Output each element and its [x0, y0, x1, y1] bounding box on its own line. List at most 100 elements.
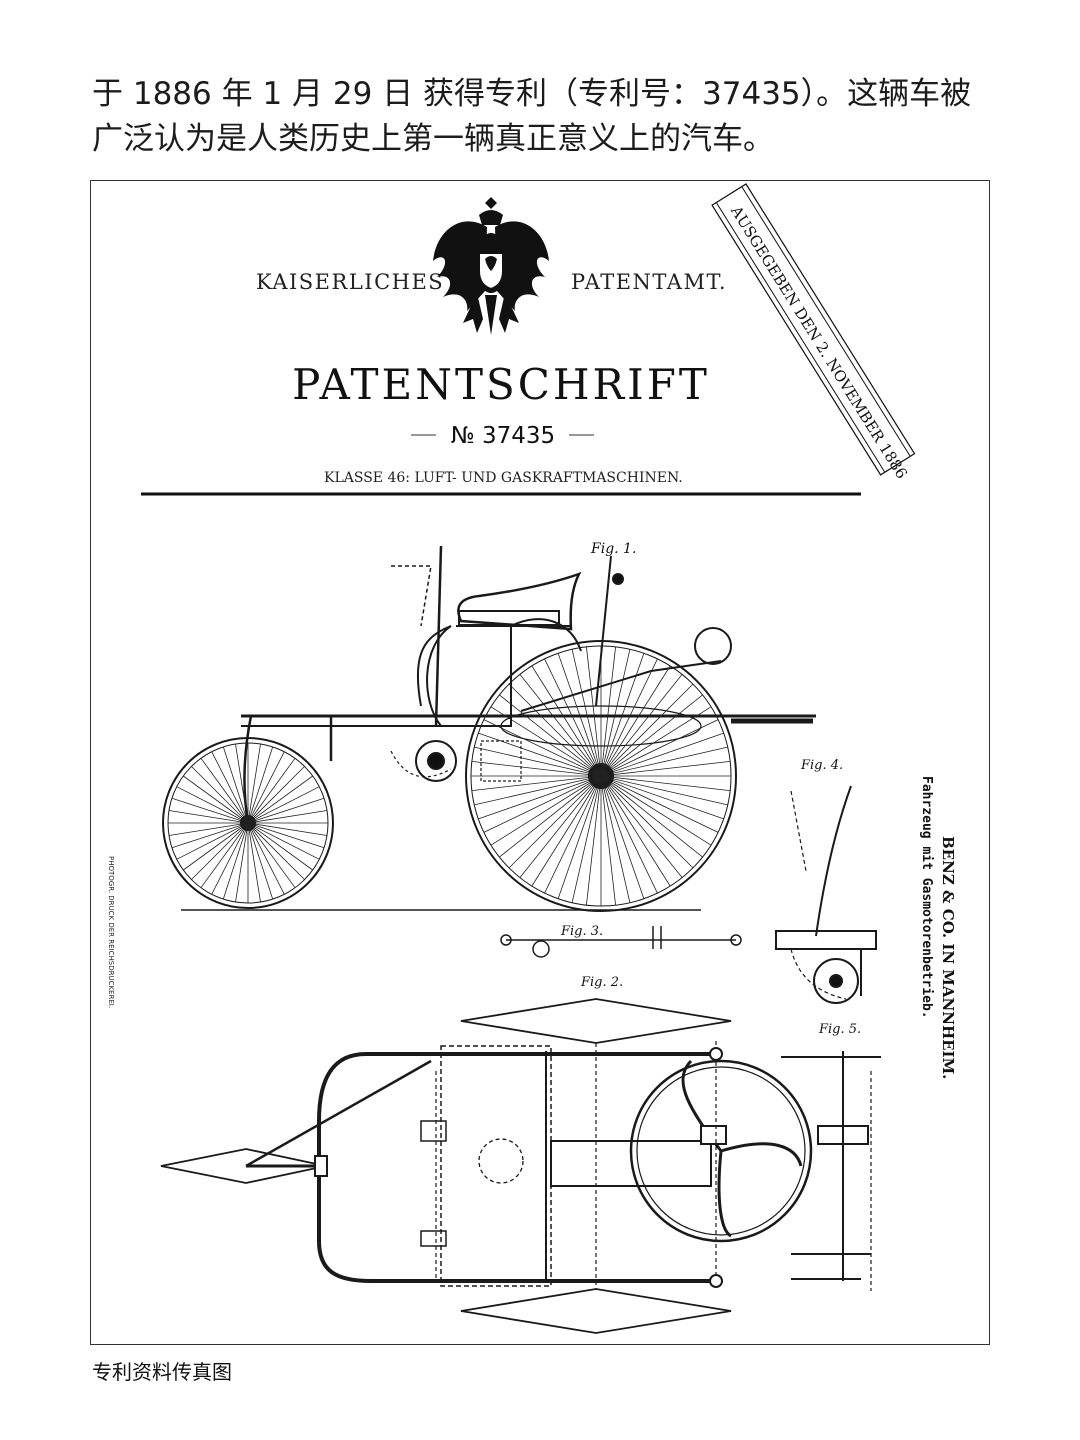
wheel-spoke	[600, 653, 645, 777]
office-left-label: KAISERLICHES	[256, 270, 444, 294]
assignee-label: BENZ & CO. IN MANNHEIM.	[939, 836, 957, 1079]
wheel-spoke	[499, 775, 602, 858]
wheel-spoke	[600, 658, 658, 777]
wheel-spoke	[600, 665, 671, 777]
fig2-label: Fig. 2.	[580, 975, 623, 990]
wheel-spoke	[586, 646, 602, 777]
office-right-label: PATENTAMT.	[571, 270, 727, 294]
wheel-spokes	[168, 646, 731, 906]
wheel-spoke	[183, 775, 249, 824]
intro-paragraph: 于 1886 年 1 月 29 日 获得专利（专利号：37435）。这辆车被广泛…	[92, 76, 972, 157]
wheel-spoke	[200, 758, 249, 824]
wheel-spoke	[247, 751, 285, 824]
wheel-spoke	[531, 665, 602, 777]
wheel-spoke	[478, 775, 602, 820]
fig3-label: Fig. 3.	[560, 924, 603, 939]
wheel-spoke	[600, 694, 703, 777]
wheel-spoke	[600, 775, 728, 806]
wheel-spoke	[247, 822, 325, 849]
eagle-emblem-icon	[433, 197, 549, 335]
wheel-spoke	[168, 810, 249, 824]
wheel-spoke	[483, 775, 602, 833]
wheel-spoke	[600, 775, 712, 846]
wheel-spoke	[600, 683, 694, 777]
wheel-spoke	[544, 658, 602, 777]
patent-number: № 37435	[451, 423, 555, 449]
wheel-spoke	[544, 775, 602, 894]
wheel-spoke	[211, 751, 249, 824]
wheel-spoke	[600, 646, 616, 777]
fig1-label: Fig. 1.	[590, 541, 636, 557]
wheel-spoke	[247, 786, 320, 824]
wheel-spoke	[600, 775, 703, 858]
wheel-spoke	[247, 797, 325, 824]
wheel-spoke	[600, 649, 631, 777]
patent-document-image: KAISERLICHES PATENTAMT. PATENTSCHRIFT № …	[90, 180, 990, 1345]
wheel-spoke	[600, 761, 731, 777]
wheel-spoke	[247, 758, 296, 824]
wheel-spoke	[508, 775, 602, 869]
wheel-spoke	[247, 822, 320, 860]
wheel-spoke	[191, 822, 249, 880]
wheel-spoke	[471, 761, 602, 777]
wheel-spoke	[191, 766, 249, 824]
wheel-spoke	[571, 649, 602, 777]
wheel-spoke	[600, 775, 616, 906]
fig1-side-view-drawing	[162, 545, 816, 912]
wheel-spoke	[600, 775, 671, 887]
fig3-drawing	[500, 926, 742, 958]
wheel-spoke	[171, 797, 249, 824]
wheel-spoke	[600, 775, 658, 894]
wheel-spoke	[183, 822, 249, 871]
wheel-spoke	[586, 775, 602, 906]
wheel-spoke	[200, 822, 249, 888]
wheel-spoke	[247, 822, 305, 880]
wheel-spoke	[247, 775, 313, 824]
wheel-spoke	[247, 766, 305, 824]
wheel-spoke	[600, 732, 724, 777]
fig5-drawing	[781, 1051, 881, 1291]
wheel-spoke	[176, 822, 249, 860]
wheel-spoke	[508, 683, 602, 777]
wheel-spoke	[247, 822, 261, 903]
wheel-spoke	[247, 743, 261, 824]
wheel-spoke	[600, 775, 645, 899]
wheel-spoke	[247, 822, 285, 895]
wheel-spoke	[171, 822, 249, 849]
wheel-spoke	[222, 746, 249, 824]
wheel-spoke	[600, 775, 731, 791]
wheel-spoke	[600, 775, 694, 869]
wheel-spoke	[168, 822, 249, 836]
wheel-spoke	[490, 706, 602, 777]
document-title: PATENTSCHRIFT	[292, 360, 710, 409]
wheel-spoke	[474, 775, 602, 806]
wheel-spoke	[600, 775, 683, 878]
wheel-spoke	[571, 775, 602, 903]
wheel-spoke	[247, 822, 313, 871]
wheel-spoke	[471, 775, 602, 791]
wheel-spoke	[176, 786, 249, 824]
wheel-spoke	[600, 775, 719, 833]
fig5-label: Fig. 5.	[818, 1022, 861, 1037]
wheel-spoke	[247, 746, 274, 824]
wheel-spoke	[235, 743, 249, 824]
wheel-spoke	[247, 810, 328, 824]
subject-label: Fahrzeug mit Gasmotorenbetrieb.	[919, 776, 934, 1019]
fig2-plan-view-drawing	[160, 998, 813, 1334]
wheel-spoke	[235, 822, 249, 903]
patent-class: KLASSE 46: LUFT- UND GASKRAFTMASCHINEN.	[324, 470, 683, 486]
wheel-spoke	[222, 822, 249, 900]
wheel-spoke	[519, 775, 602, 878]
wheel-spoke	[474, 746, 602, 777]
wheel-spoke	[247, 822, 296, 888]
wheel-spoke	[600, 706, 712, 777]
wheel-spoke	[600, 775, 631, 903]
wheel-spoke	[211, 822, 249, 895]
wheel-spoke	[600, 674, 683, 777]
wheel-spoke	[519, 674, 602, 777]
wheel-spoke	[557, 775, 602, 899]
wheel-spoke	[247, 822, 328, 836]
wheel-spoke	[499, 694, 602, 777]
wheel-spoke	[600, 719, 719, 777]
wheel-spoke	[557, 653, 602, 777]
